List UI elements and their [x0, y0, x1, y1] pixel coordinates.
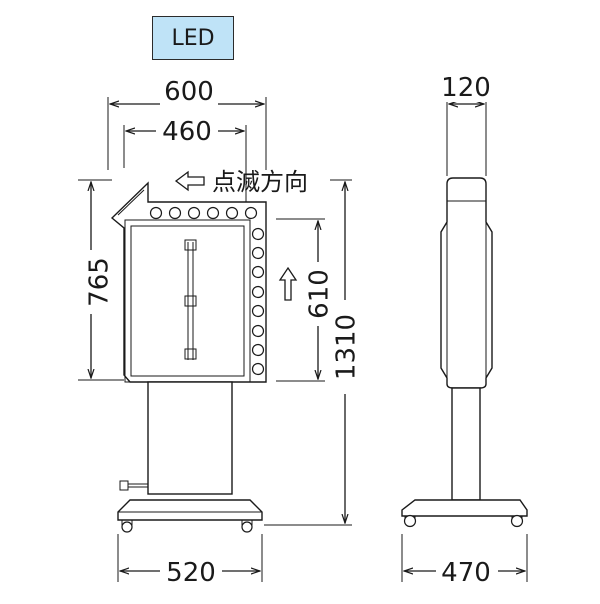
height-total-label: 1310 [332, 314, 362, 380]
side-view: 120 [401, 72, 528, 588]
dimension-height-total: 1310 [264, 179, 362, 526]
dimension-depth-top: 120 [434, 72, 498, 176]
side-stand-base [401, 499, 528, 528]
side-sign-body [440, 177, 493, 389]
arrow-up-outline-icon [278, 266, 298, 301]
led-badge-label: LED [171, 25, 215, 51]
stand-base [117, 499, 263, 533]
dimension-width-inner: 460 [123, 115, 247, 210]
depth-top-label: 120 [441, 73, 491, 103]
led-bulbs-top [149, 206, 258, 220]
side-stand-pole [451, 387, 481, 501]
arrow-left-outline-icon [174, 170, 205, 192]
width-total-label: 600 [164, 77, 214, 107]
width-inner-label: 460 [162, 117, 212, 147]
dimension-height-sign: 765 [74, 179, 124, 381]
base-width-label: 520 [166, 558, 216, 588]
blink-direction: 点滅方向 [174, 168, 308, 196]
dimension-width-total: 600 [107, 75, 267, 170]
base-depth-label: 470 [441, 558, 491, 588]
led-bulbs-side [251, 227, 265, 376]
blink-direction-label: 点滅方向 [212, 168, 308, 196]
stand-pole [147, 381, 233, 495]
dimension-base-width: 520 [117, 534, 263, 588]
power-cable [119, 480, 148, 491]
dimension-base-depth: 470 [401, 534, 528, 588]
height-sign-label: 765 [85, 257, 115, 307]
led-badge: LED [152, 16, 234, 60]
front-view: 600 460 765 点滅方向 [74, 75, 362, 588]
